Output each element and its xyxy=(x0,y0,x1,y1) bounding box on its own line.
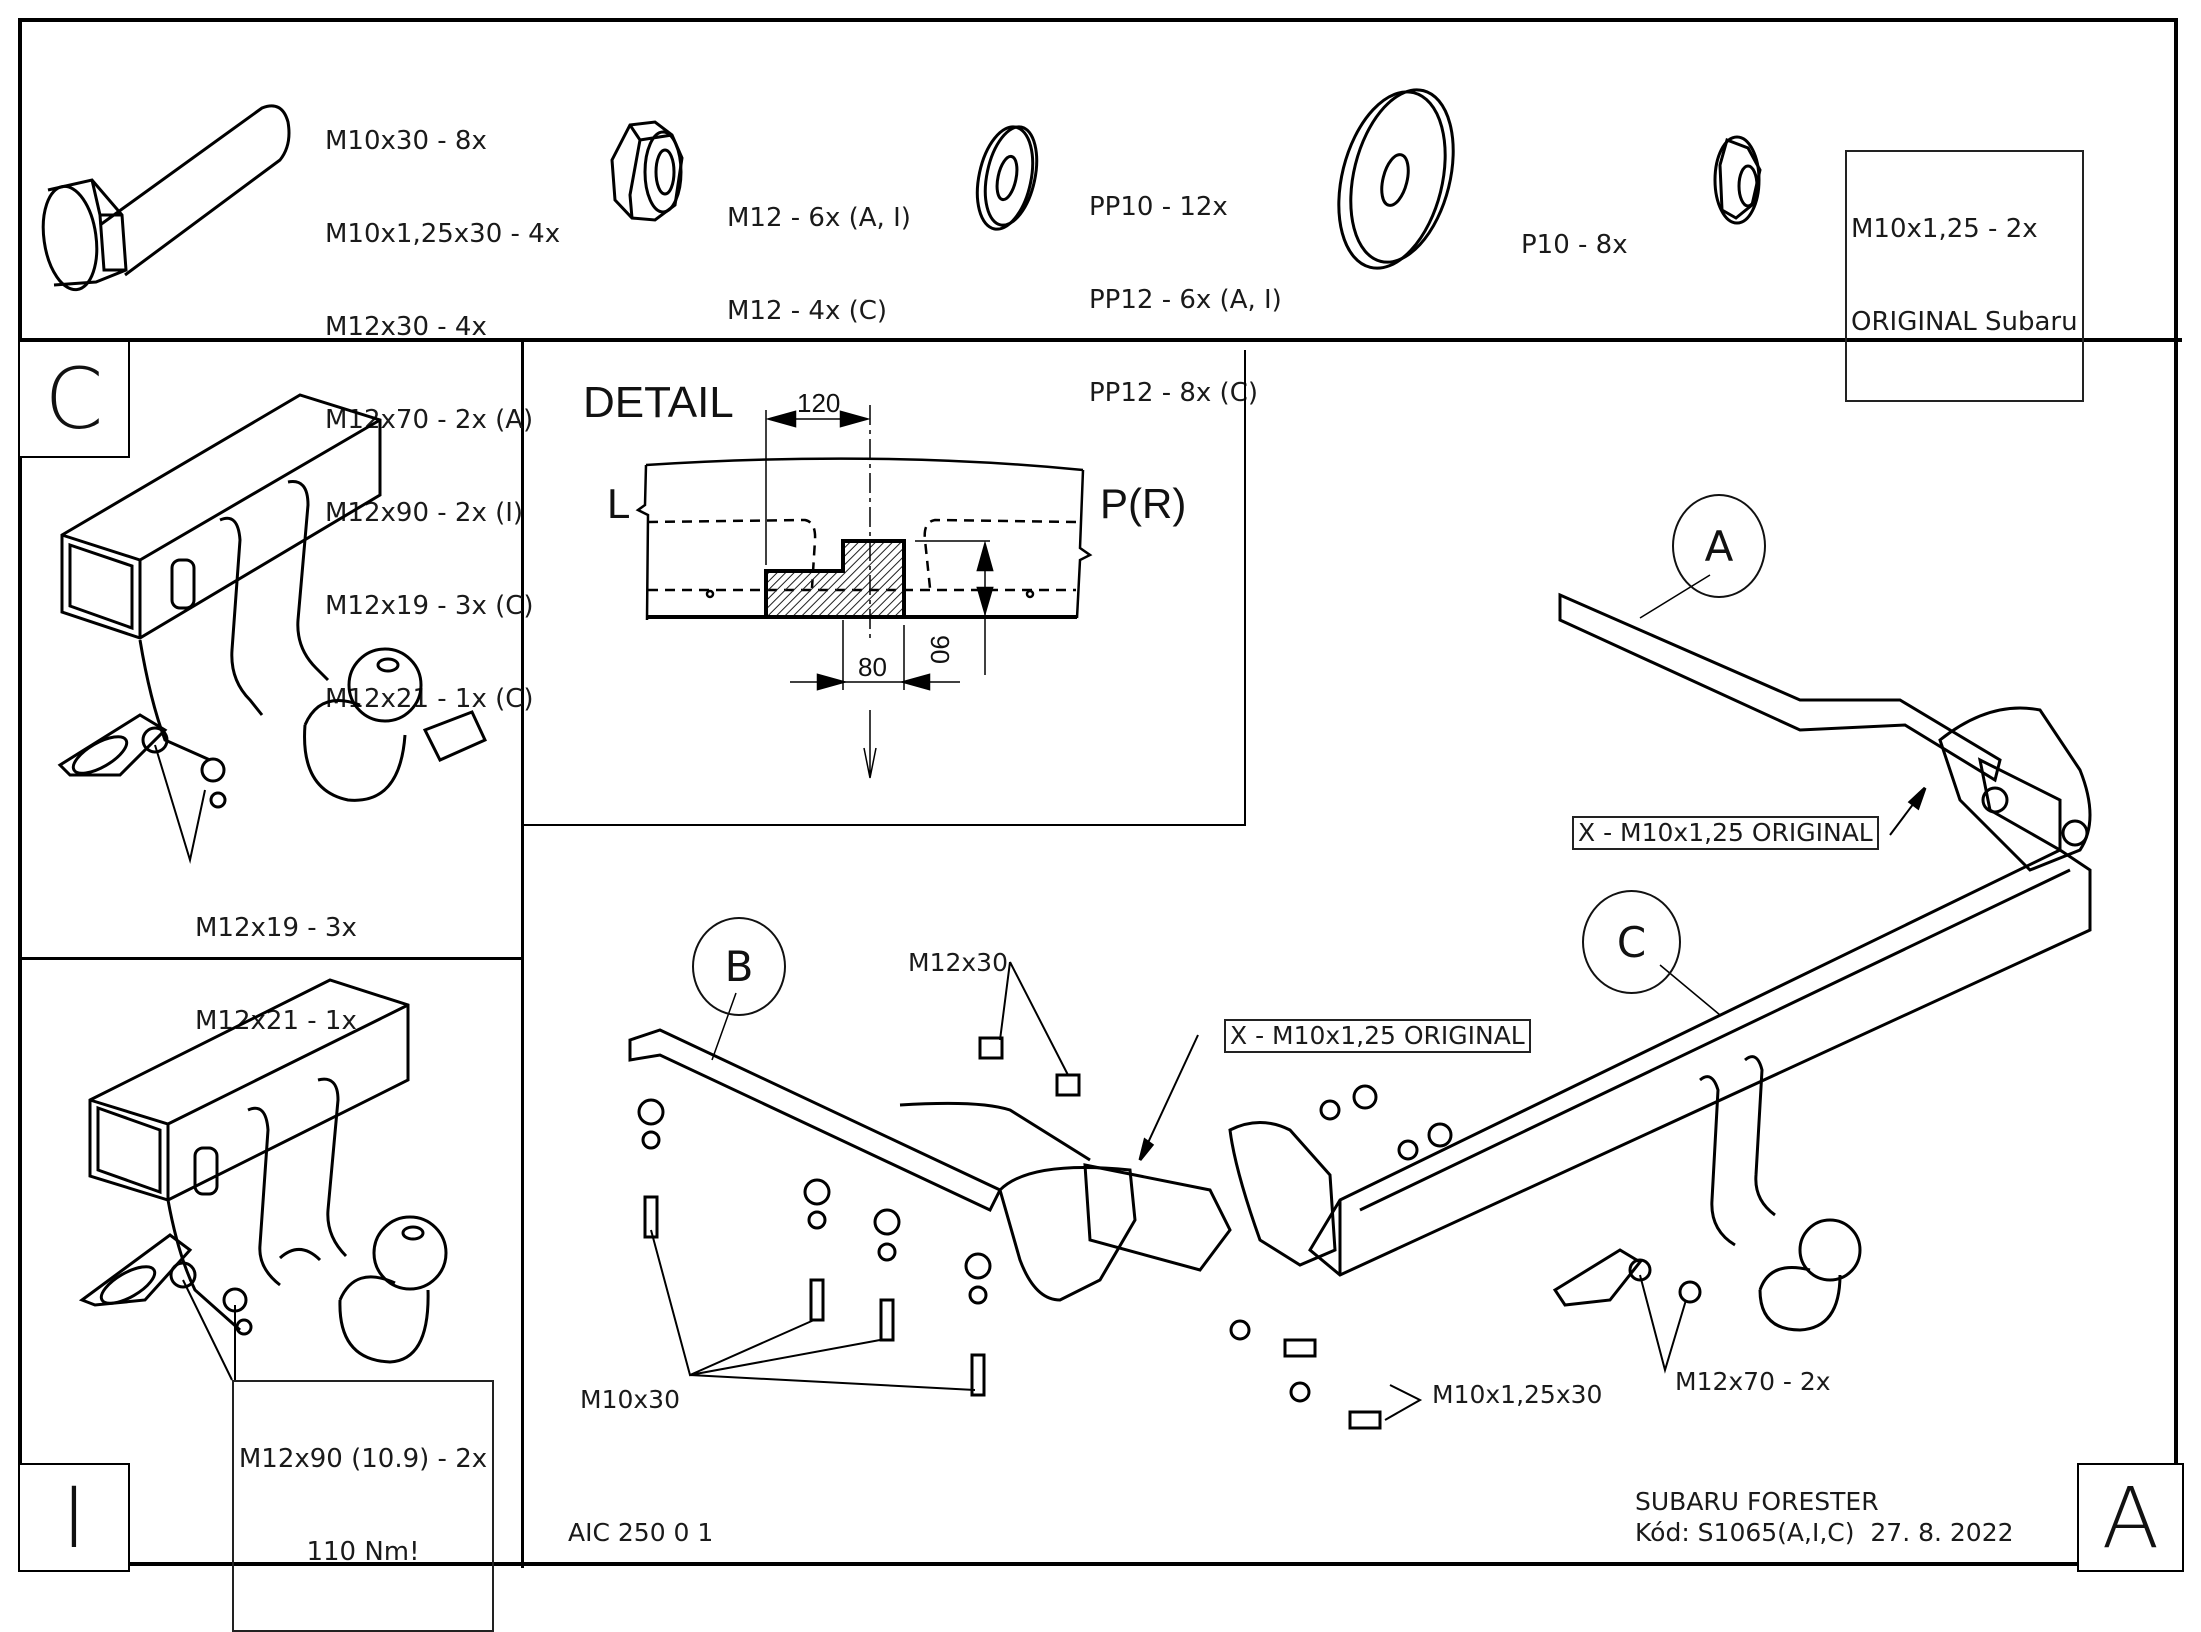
drawing-frame xyxy=(18,18,2178,1566)
panel-i-hitch-illustration xyxy=(78,978,448,1381)
large-washer-spec: P10 - 8x xyxy=(1521,168,1628,323)
nut-spec: M12 - 4x (C) xyxy=(727,296,888,326)
callout-m10x125x30: M10x1,25x30 xyxy=(1432,1380,1603,1409)
hex-nut-icon xyxy=(610,120,684,222)
detail-left-label: L xyxy=(607,480,631,527)
panel-i-callout-line: 110 Nm! xyxy=(306,1537,420,1567)
panel-i-callout-line: M12x90 (10.9) - 2x xyxy=(238,1444,488,1474)
panel-c-callout-line: M12x21 - 1x xyxy=(195,1006,357,1036)
panel-c-hitch-illustration xyxy=(57,393,488,864)
detail-bottom-border xyxy=(523,824,1246,826)
flange-nut-spec: M10x1,25 - 2x xyxy=(1851,214,2038,244)
panel-a-badge: A xyxy=(2077,1463,2184,1572)
small-washer-spec-list: PP10 - 12x PP12 - 6x (A, I) PP12 - 8x (C… xyxy=(1089,130,1282,471)
c-i-divider xyxy=(18,957,523,960)
washer-spec: PP10 - 12x xyxy=(1089,192,1228,222)
left-column-divider xyxy=(521,340,524,1568)
panel-c-callout-line: M12x19 - 3x xyxy=(195,913,357,943)
callout-m10x30: M10x30 xyxy=(580,1385,680,1414)
dim-width-top: 120 xyxy=(797,388,841,418)
large-washer-icon xyxy=(1337,88,1455,270)
product-code-date: Kód: S1065(A,I,C) 27. 8. 2022 xyxy=(1635,1518,2014,1547)
large-washer-spec-line: P10 - 8x xyxy=(1521,230,1628,260)
bolt-spec: M12x90 - 2x (I) xyxy=(325,498,524,528)
crossbar-c xyxy=(1308,848,2092,1277)
balloon-a: A xyxy=(1672,494,1766,598)
vehicle-name: SUBARU FORESTER xyxy=(1635,1487,1879,1516)
washer-spec: PP12 - 6x (A, I) xyxy=(1089,285,1282,315)
balloon-c: C xyxy=(1582,890,1681,994)
bolt-spec: M10x1,25x30 - 4x xyxy=(325,219,561,249)
assembly-exploded-view xyxy=(628,574,2092,1430)
parts-panel-divider xyxy=(18,338,2182,342)
panel-i-badge: I xyxy=(18,1463,130,1572)
bolt-spec: M12x30 - 4x xyxy=(325,312,487,342)
detail-right-label: P(R) xyxy=(1100,480,1187,527)
bolt-spec: M12x21 - 1x (C) xyxy=(325,684,534,714)
nut-spec: M12 - 6x (A, I) xyxy=(727,203,911,233)
callout-m12x70: M12x70 - 2x xyxy=(1675,1367,1831,1396)
detail-right-border xyxy=(1244,350,1246,826)
dim-width-bottom: 80 xyxy=(858,652,887,682)
flange-nut-spec: ORIGINAL Subaru xyxy=(1851,307,2078,337)
panel-c-callout: M12x19 - 3x M12x21 - 1x xyxy=(195,851,357,1099)
balloon-b: B xyxy=(692,917,786,1016)
washer-icon xyxy=(975,125,1039,231)
nut-spec-list: M12 - 6x (A, I) M12 - 4x (C) xyxy=(727,141,911,389)
side-arm-b xyxy=(628,1028,1003,1212)
flange-nut-icon xyxy=(1713,135,1762,225)
bolt-spec-list: M10x30 - 8x M10x1,25x30 - 4x M12x30 - 4x… xyxy=(325,64,560,777)
bolt-spec: M12x19 - 3x (C) xyxy=(325,591,534,621)
bolt-spec: M10x30 - 8x xyxy=(325,126,487,156)
drawing-code: AIC 250 0 1 xyxy=(568,1518,714,1547)
detail-drawing xyxy=(635,405,1093,779)
detail-title: DETAIL xyxy=(583,378,734,427)
panel-c-badge: C xyxy=(18,340,130,458)
washer-spec: PP12 - 8x (C) xyxy=(1089,378,1258,408)
parts-illustrations xyxy=(41,88,1762,292)
callout-x-original-lower: X - M10x1,25 ORIGINAL xyxy=(1224,1019,1531,1053)
flange-nut-spec-box: M10x1,25 - 2x ORIGINAL Subaru xyxy=(1845,150,2084,402)
callout-x-original-upper: X - M10x1,25 ORIGINAL xyxy=(1572,816,1879,850)
panel-i-callout-box: M12x90 (10.9) - 2x 110 Nm! xyxy=(232,1380,494,1632)
hex-bolt-icon xyxy=(41,104,291,292)
callout-m12x30: M12x30 xyxy=(908,948,1008,977)
side-arm-a xyxy=(1558,592,2002,783)
